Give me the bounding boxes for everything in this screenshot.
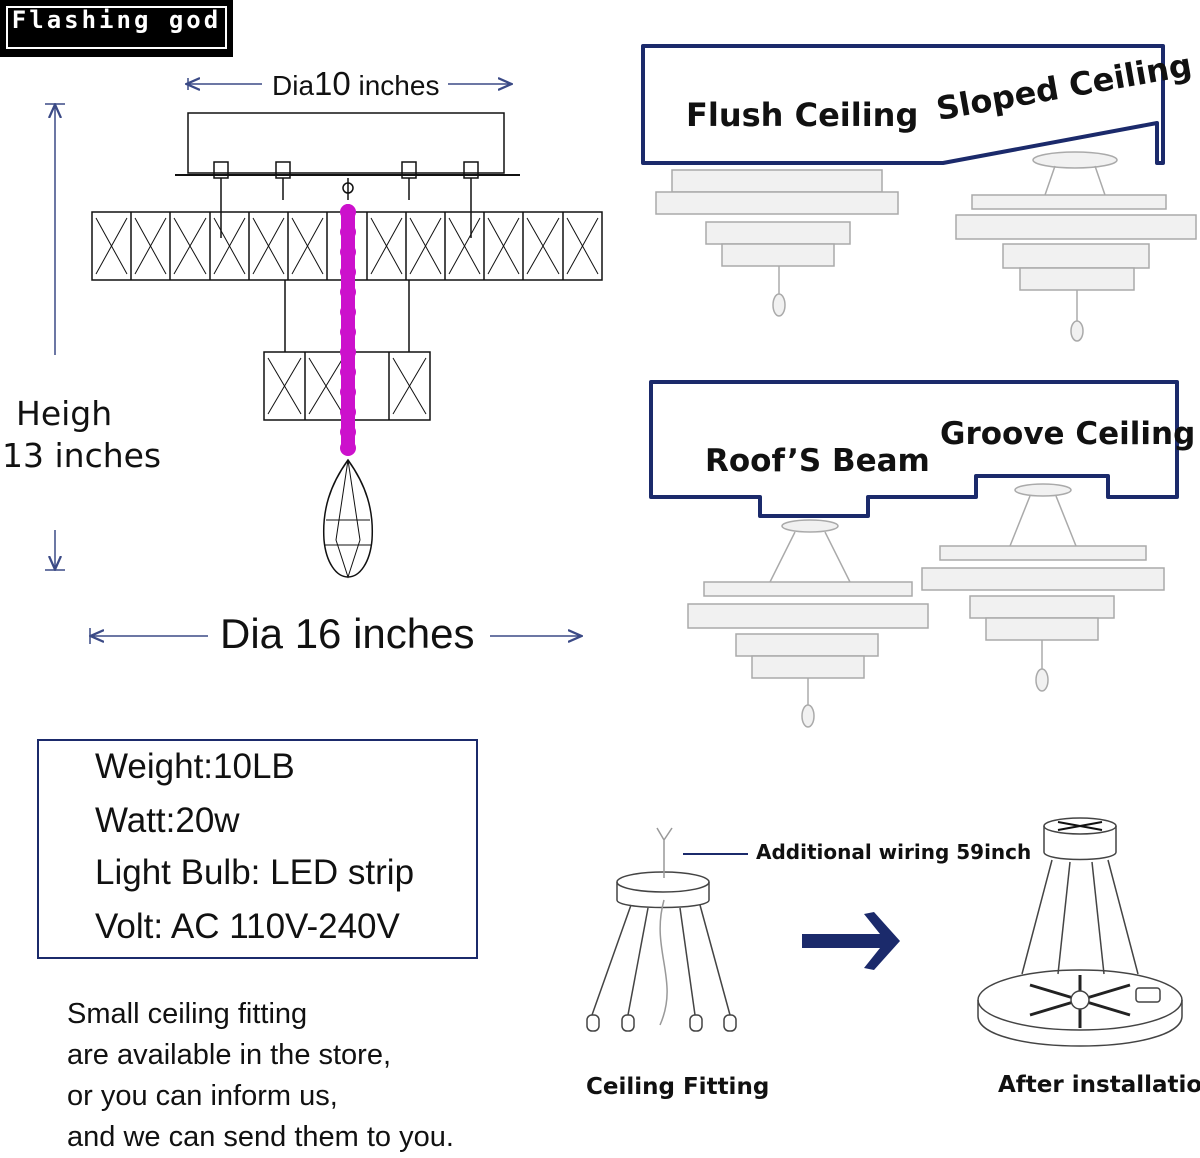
- note-line-4: and we can send them to you.: [67, 1121, 454, 1153]
- groove-ceiling-label: Groove Ceiling: [940, 416, 1196, 452]
- bottom-width-value: 16: [294, 610, 342, 657]
- led-strip: [340, 204, 356, 456]
- height-value: 13 inches: [2, 436, 162, 475]
- top-width-prefix: Dia: [272, 70, 315, 101]
- spec-volt: Volt: AC 110V-240V: [95, 907, 400, 946]
- top-width-unit: inches: [358, 70, 440, 101]
- top-width-arrows: [188, 78, 510, 90]
- spec-watt: Watt:20w: [95, 801, 240, 840]
- wiring-label: Additional wiring 59inch: [756, 840, 1032, 864]
- height-label: Heigh: [16, 394, 113, 433]
- bottom-width-unit: inches: [353, 610, 475, 657]
- spec-box: Weight:10LB Watt:20w Light Bulb: LED str…: [37, 739, 478, 959]
- ceiling-fitting-sketch: [586, 827, 748, 1032]
- arrow-right-icon: [802, 912, 900, 970]
- ceiling-frame-flush-sloped: [641, 44, 1165, 165]
- teardrop-crystal: [322, 458, 374, 579]
- bottom-width-arrows: [90, 628, 580, 644]
- brand-logo: Flashing god: [0, 0, 233, 57]
- after-installation-label: After installation: [998, 1072, 1200, 1098]
- top-width-value: 10: [314, 65, 351, 102]
- spec-weight: Weight:10LB: [95, 747, 295, 786]
- roofs-beam-label: Roof’S Beam: [705, 443, 930, 479]
- top-width-label: Dia10 inches: [272, 65, 439, 103]
- after-installation-sketch: [977, 817, 1183, 1047]
- lamp-sketch-beam: [687, 519, 929, 728]
- lamp-sketch-flush: [655, 169, 899, 317]
- ceiling-frame-beam-groove: [649, 380, 1179, 518]
- ceiling-fitting-label: Ceiling Fitting: [586, 1074, 770, 1100]
- brand-frame: [6, 6, 227, 49]
- bottom-width-prefix: Dia: [220, 610, 295, 657]
- note-line-1: Small ceiling fitting: [67, 998, 308, 1030]
- brand-name: Flashing god: [11, 6, 222, 34]
- spec-bulb: Light Bulb: LED strip: [95, 853, 415, 892]
- bottom-width-label: Dia 16 inches: [220, 610, 475, 658]
- height-arrows: [45, 104, 65, 570]
- flush-ceiling-label: Flush Ceiling: [686, 96, 919, 134]
- lamp-sketch-sloped: [955, 151, 1197, 342]
- note-line-2: are available in the store,: [67, 1039, 392, 1071]
- lamp-sketch-groove: [921, 483, 1165, 692]
- note-line-3: or you can inform us,: [67, 1080, 338, 1112]
